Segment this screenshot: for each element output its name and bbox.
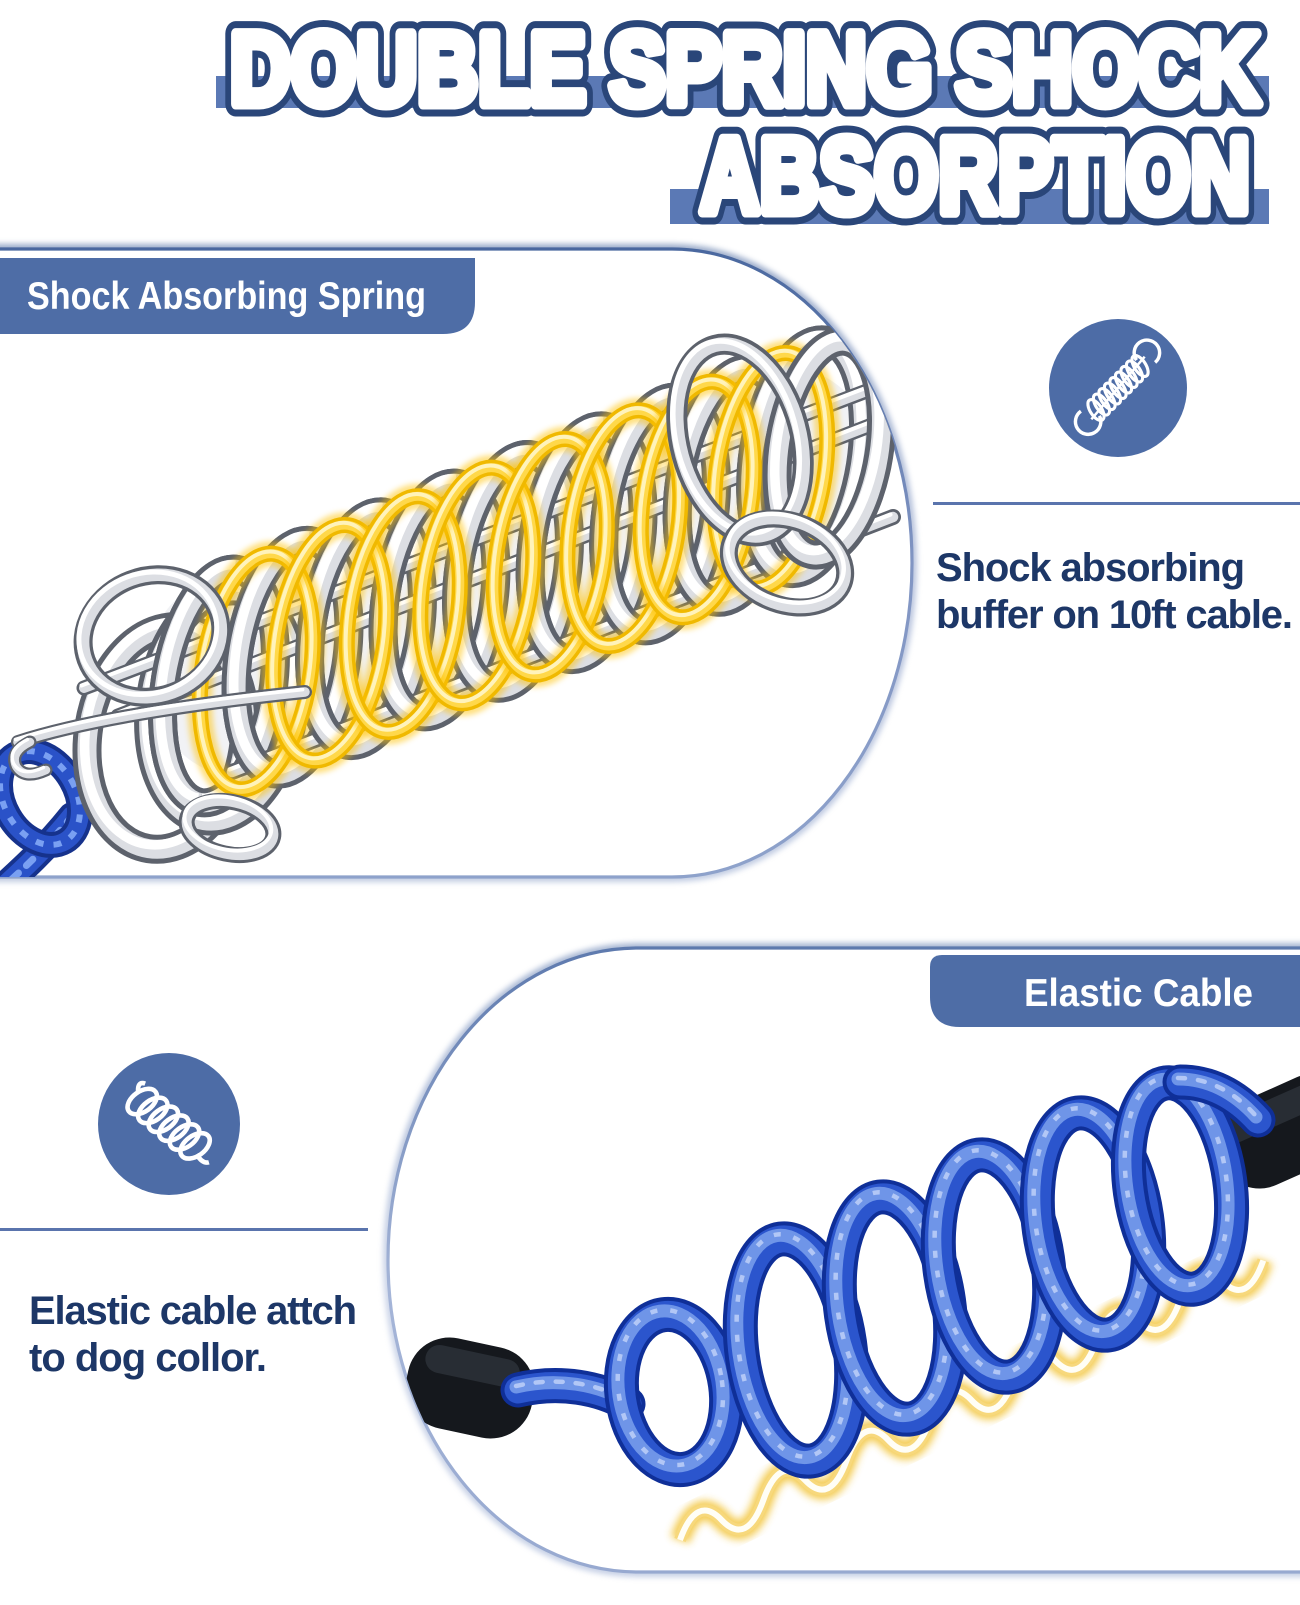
svg-text:Elastic cable attch: Elastic cable attch — [29, 1289, 357, 1333]
svg-text:Shock absorbing: Shock absorbing — [936, 546, 1245, 590]
svg-text:DOUBLE SPRING SHOCK: DOUBLE SPRING SHOCK — [230, 12, 1260, 126]
svg-text:buffer on 10ft cable.: buffer on 10ft cable. — [936, 593, 1293, 637]
svg-text:Elastic Cable: Elastic Cable — [1024, 972, 1253, 1015]
svg-text:ABSORPTION: ABSORPTION — [700, 117, 1250, 235]
svg-text:Shock Absorbing Spring: Shock Absorbing Spring — [27, 275, 426, 318]
svg-text:DOUBLE SPRING SHOCK: DOUBLE SPRING SHOCK — [230, 12, 1260, 126]
svg-text:to dog collor.: to dog collor. — [29, 1336, 267, 1380]
svg-text:ABSORPTION: ABSORPTION — [700, 117, 1250, 235]
